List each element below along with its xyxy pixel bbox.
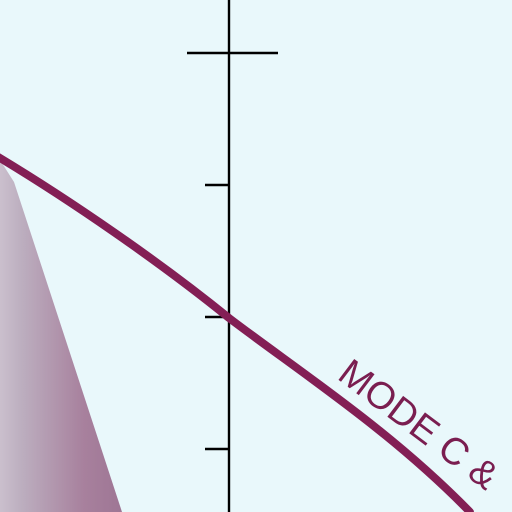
shaded-band bbox=[0, 160, 122, 512]
curve-label: MODE C & bbox=[331, 352, 506, 499]
mode-curve bbox=[0, 153, 474, 512]
